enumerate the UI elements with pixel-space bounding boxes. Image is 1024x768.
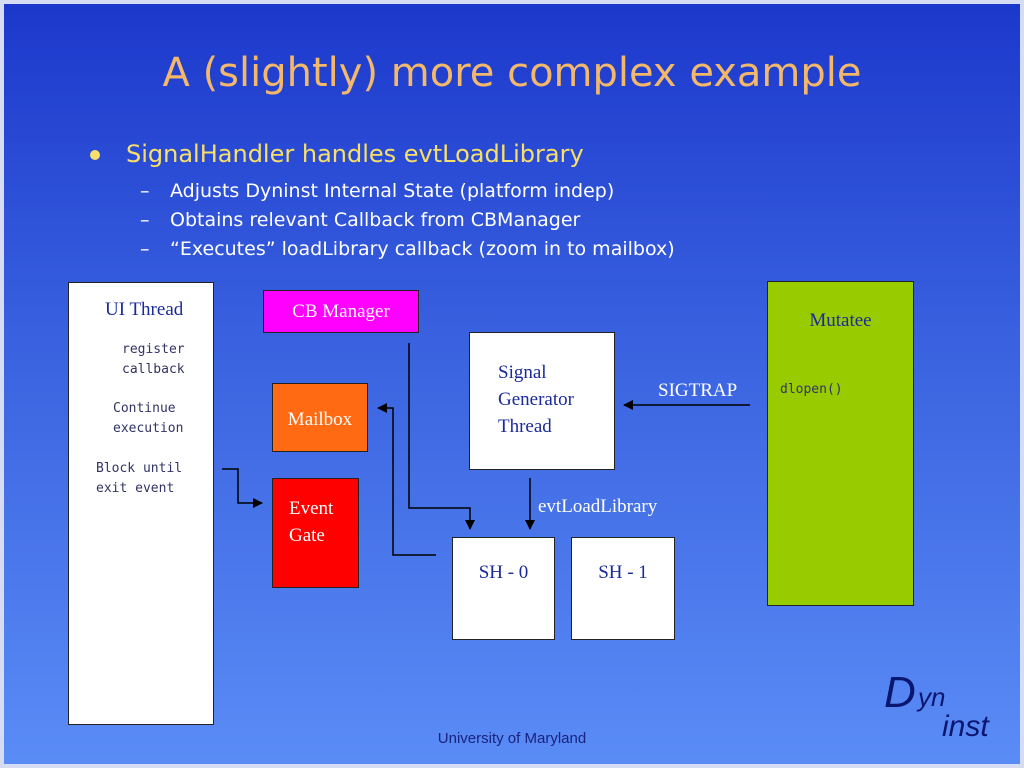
logo-text-inst: inst (942, 710, 989, 743)
sub-bullet-dash: – (140, 238, 150, 260)
sub-bullet-dash: – (140, 209, 150, 231)
mailbox-label: Mailbox (287, 409, 353, 430)
sh0-box: SH - 0 (452, 537, 555, 640)
slide-title: A (slightly) more complex example (162, 50, 862, 96)
signal-generator-label: Signal Generator Thread (498, 362, 574, 437)
logo-text-yn: yn (918, 682, 946, 712)
sigtrap-label: SIGTRAP (658, 380, 738, 401)
sub-bullet-dash: – (140, 180, 150, 202)
cb-manager-to-sh0-arrow (408, 343, 475, 530)
ui-thread-to-event-gate-arrow (222, 468, 263, 508)
signal-generator-box: Signal Generator Thread (469, 332, 615, 470)
ui-step-register: register callback (122, 342, 185, 377)
event-gate-box: Event Gate (272, 478, 359, 588)
mutatee-label: Mutatee (809, 310, 872, 331)
sub-bullet-text: “Executes” loadLibrary callback (zoom in… (170, 238, 675, 260)
sub-bullet-text: Obtains relevant Callback from CBManager (170, 209, 581, 231)
dyninst-logo: D yn inst (880, 668, 1000, 748)
bullet-main-text: SignalHandler handles evtLoadLibrary (126, 140, 584, 168)
sh0-to-mailbox-arrow (377, 403, 436, 556)
mutatee-code: dlopen() (780, 382, 843, 397)
evt-load-library-label: evtLoadLibrary (538, 496, 658, 517)
sh1-box: SH - 1 (571, 537, 675, 640)
sh0-label: SH - 0 (478, 562, 529, 583)
ui-thread-label: UI Thread (105, 299, 184, 320)
mutatee-box: Mutatee dlopen() (767, 281, 914, 606)
footer-text: University of Maryland (437, 730, 587, 747)
ui-thread-box: UI Thread register callback Continue exe… (68, 282, 214, 725)
sh1-label: SH - 1 (598, 562, 648, 583)
cb-manager-label: CB Manager (292, 301, 390, 322)
ui-step-continue: Continue execution (113, 401, 184, 436)
mailbox-box: Mailbox (272, 383, 368, 452)
logo-letter-d: D (884, 668, 916, 717)
cb-manager-box: CB Manager (263, 290, 419, 333)
ui-step-block: Block until exit event (96, 461, 183, 496)
event-gate-label: Event Gate (289, 498, 334, 546)
sub-bullet-text: Adjusts Dyninst Internal State (platform… (170, 180, 615, 202)
bullet-dot-icon (90, 150, 100, 160)
